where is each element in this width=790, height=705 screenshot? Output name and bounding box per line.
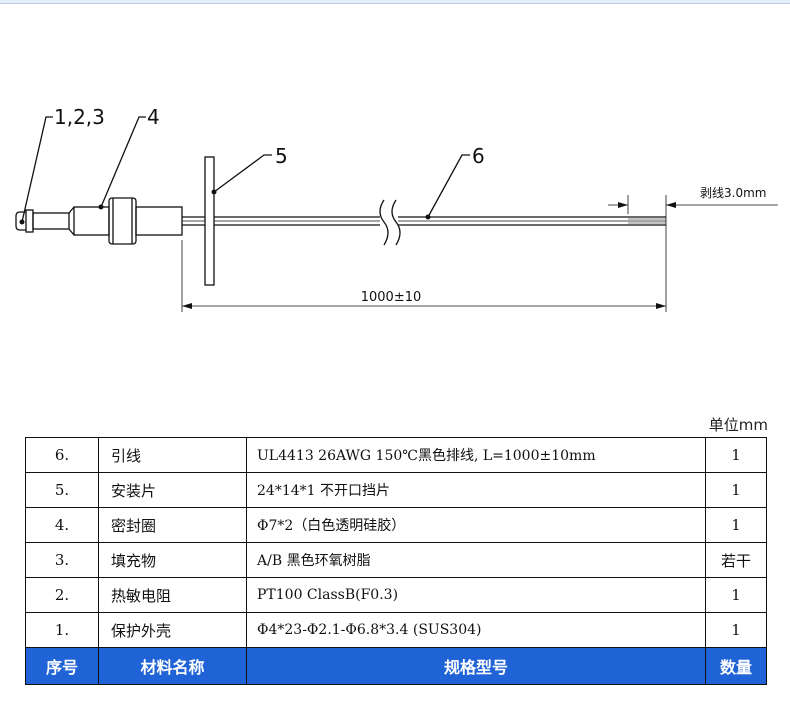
header-number: 序号 — [25, 647, 99, 685]
break-mark-left — [379, 199, 389, 246]
table-row: 3. 填充物 A/B 黑色环氧树脂 若干 — [25, 542, 767, 578]
quantity: 1 — [705, 507, 767, 543]
table-row: 6. 引线 UL4413 26AWG 150℃黑色排线, L=1000±10mm… — [25, 437, 767, 473]
leader-4 — [100, 116, 146, 208]
callout-6: 6 — [472, 144, 485, 168]
unit-label: 单位mm — [708, 416, 768, 434]
specification: PT100 ClassB(F0.3) — [246, 577, 706, 613]
probe-thick-tube — [73, 206, 110, 236]
header-quantity: 数量 — [705, 647, 767, 685]
sensor-drawing: 1,2,3 4 5 6 剥线3.0mm 1000±10 — [15, 105, 778, 312]
row-number: 4. — [25, 507, 99, 543]
row-number: 1. — [25, 612, 99, 648]
material-name: 热敏电阻 — [98, 577, 247, 613]
specification: Φ4*23-Φ2.1-Φ6.8*3.4 (SUS304) — [246, 612, 706, 648]
callout-1-2-3: 1,2,3 — [54, 105, 105, 129]
quantity: 1 — [705, 437, 767, 473]
probe-taper — [68, 206, 75, 236]
callout-5: 5 — [275, 144, 288, 168]
probe-thin-tube — [32, 212, 70, 230]
table-row: 1. 保护外壳 Φ4*23-Φ2.1-Φ6.8*3.4 (SUS304) 1 — [25, 612, 767, 648]
probe-tip — [15, 211, 26, 231]
row-number: 5. — [25, 472, 99, 508]
row-number: 6. — [25, 437, 99, 473]
total-length-label: 1000±10 — [361, 290, 422, 305]
specification: A/B 黑色环氧树脂 — [246, 542, 706, 578]
specification: Φ7*2（白色透明硅胶） — [246, 507, 706, 543]
top-border — [0, 0, 790, 4]
probe-tip-collar — [25, 209, 34, 233]
quantity: 1 — [705, 472, 767, 508]
leader-6 — [427, 154, 470, 218]
leader-5 — [213, 154, 272, 193]
quantity: 若干 — [705, 542, 767, 578]
strip-length-label: 剥线3.0mm — [700, 186, 766, 200]
specification: UL4413 26AWG 150℃黑色排线, L=1000±10mm — [246, 437, 706, 473]
material-name: 引线 — [98, 437, 247, 473]
material-name: 填充物 — [98, 542, 247, 578]
material-name: 保护外壳 — [98, 612, 247, 648]
break-mark-right — [391, 199, 401, 246]
table-row: 5. 安装片 24*14*1 不开口挡片 1 — [25, 472, 767, 508]
bill-of-materials-table: 6. 引线 UL4413 26AWG 150℃黑色排线, L=1000±10mm… — [25, 437, 767, 685]
quantity: 1 — [705, 577, 767, 613]
table-header-row: 序号 材料名称 规格型号 数量 — [25, 647, 767, 685]
probe-shell-rear — [135, 206, 183, 236]
material-name: 密封圈 — [98, 507, 247, 543]
material-name: 安装片 — [98, 472, 247, 508]
callout-4: 4 — [147, 105, 160, 129]
mounting-plate — [204, 156, 215, 286]
table-row: 4. 密封圈 Φ7*2（白色透明硅胶） 1 — [25, 507, 767, 543]
row-number: 2. — [25, 577, 99, 613]
header-material-name: 材料名称 — [98, 647, 247, 685]
leader-1-2-3 — [21, 116, 53, 223]
table-row: 2. 热敏电阻 PT100 ClassB(F0.3) 1 — [25, 577, 767, 613]
row-number: 3. — [25, 542, 99, 578]
specification: 24*14*1 不开口挡片 — [246, 472, 706, 508]
quantity: 1 — [705, 612, 767, 648]
header-specification: 规格型号 — [246, 647, 706, 685]
